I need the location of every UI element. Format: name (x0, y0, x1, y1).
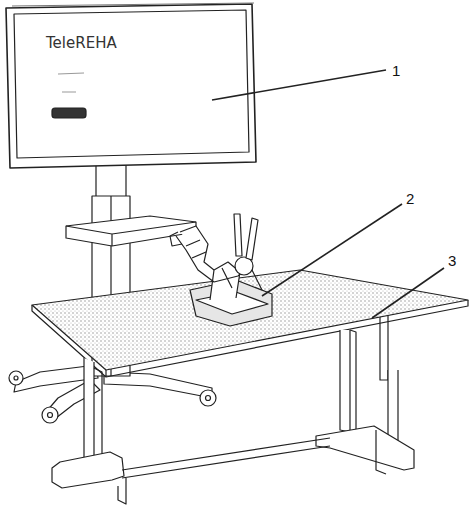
callout-number: 1 (390, 62, 402, 79)
screen-brand: TeleREHA (46, 36, 117, 51)
callout-number: 3 (446, 252, 458, 269)
callout-number: 2 (404, 190, 416, 207)
